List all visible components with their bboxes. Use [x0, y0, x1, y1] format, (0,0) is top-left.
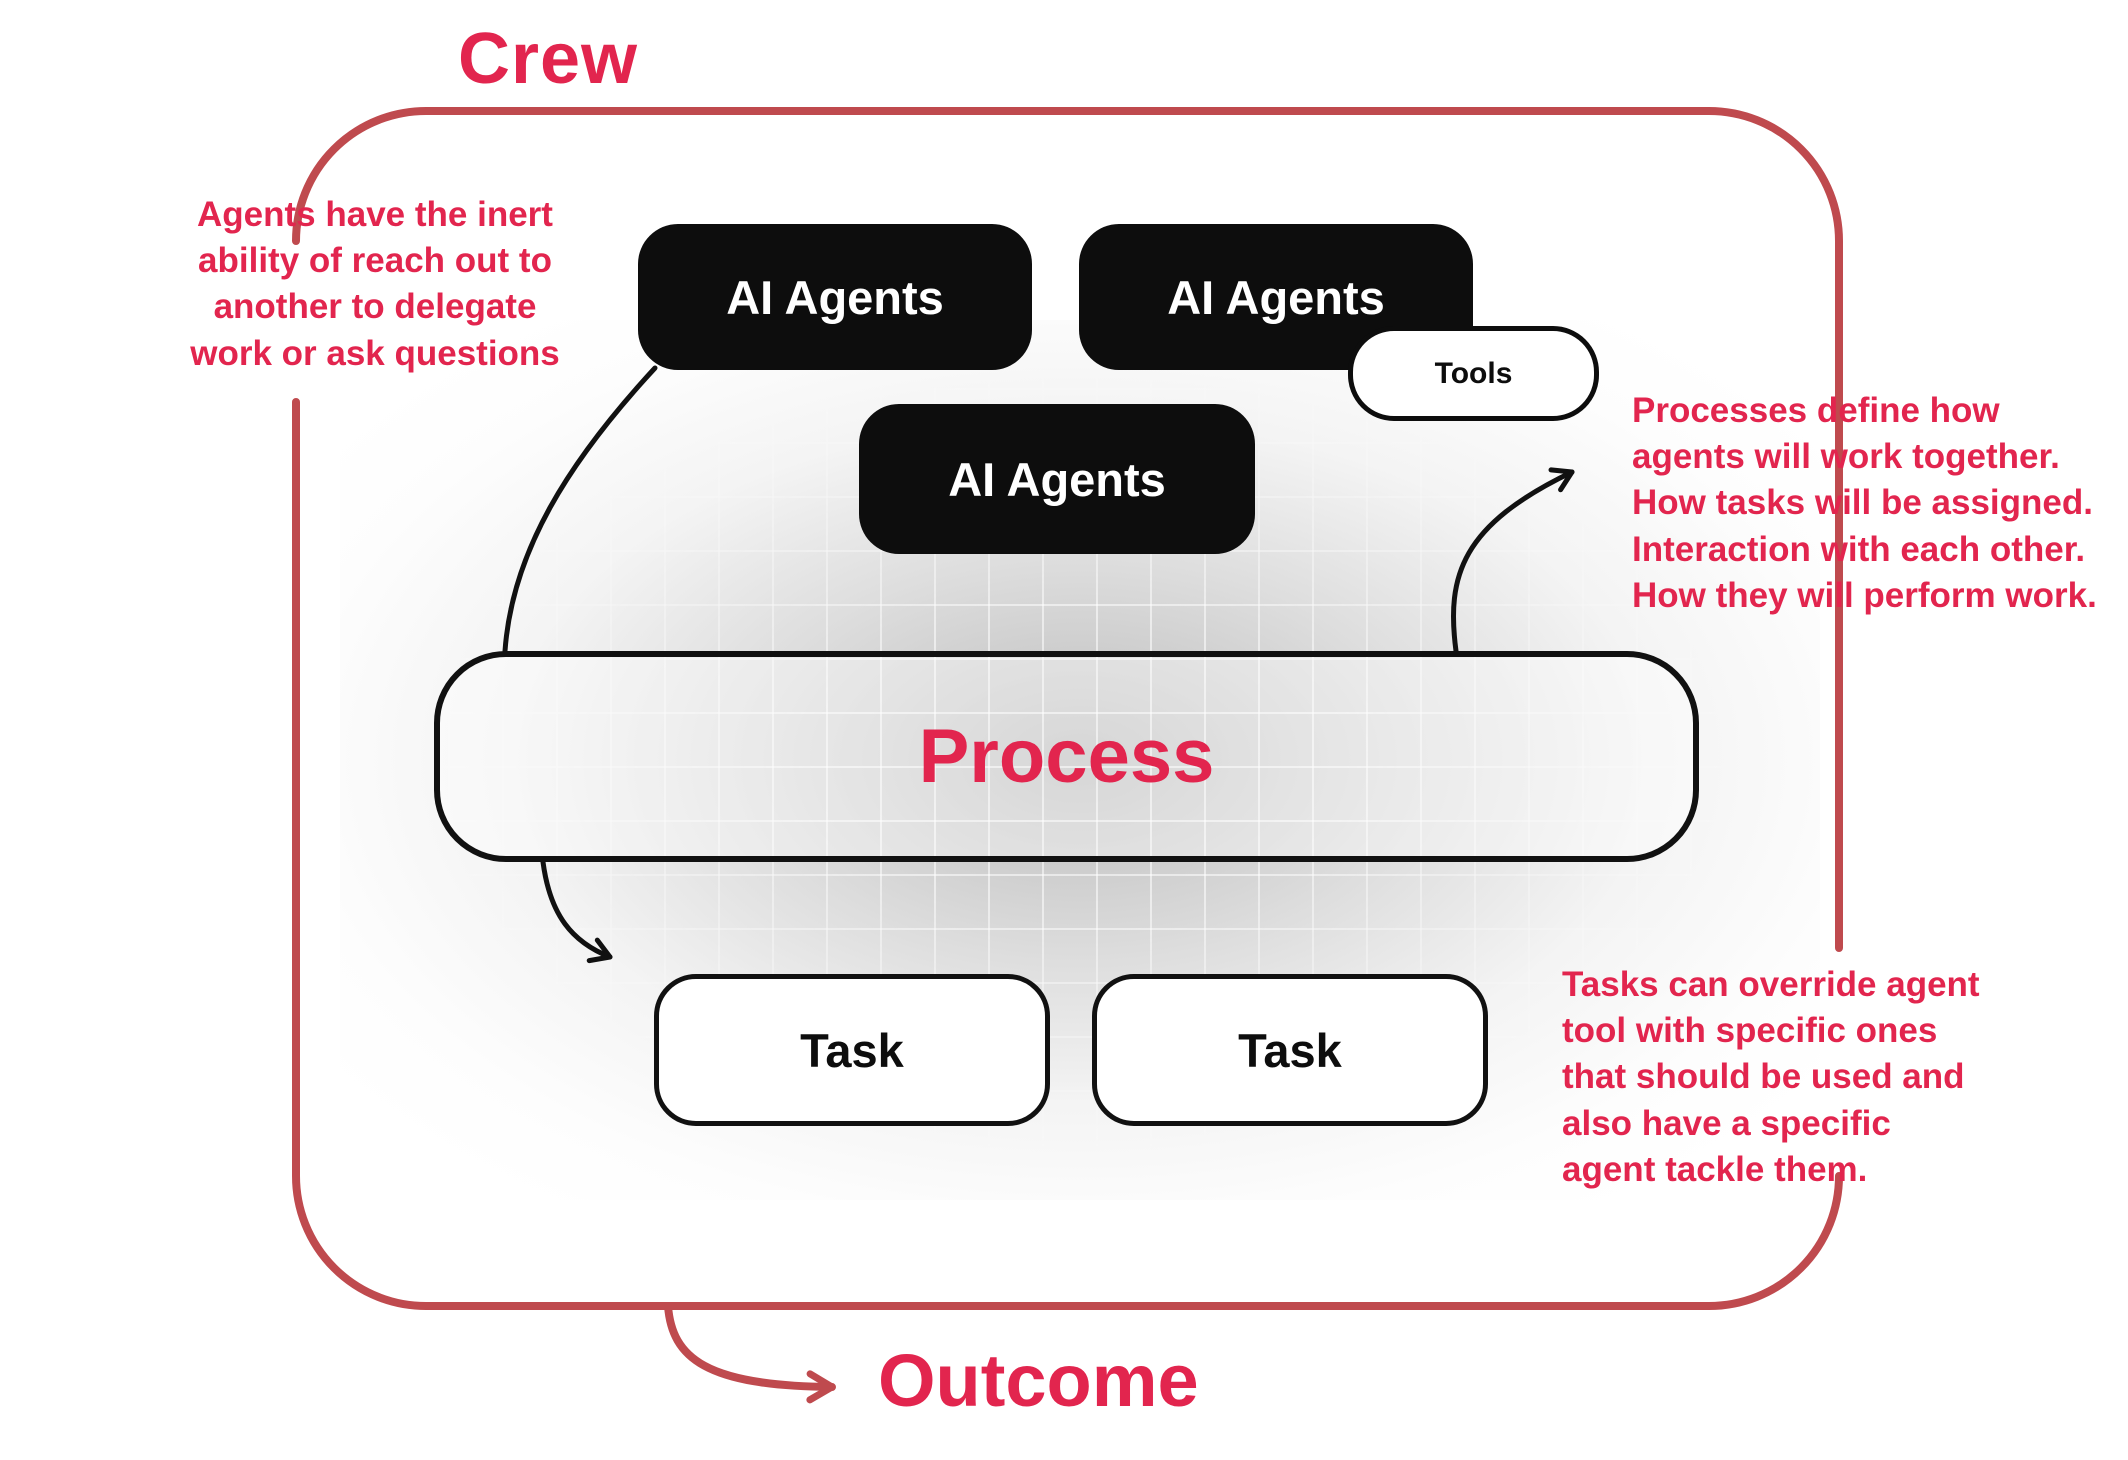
task-box-2: Task: [1092, 974, 1488, 1126]
outcome-arrow: [664, 1302, 836, 1404]
ai-agents-label-3: AI Agents: [948, 452, 1166, 506]
delegation-curve: [502, 365, 658, 654]
process-box: Process: [434, 651, 1699, 862]
process-label: Process: [918, 714, 1215, 799]
tools-box: Tools: [1348, 326, 1599, 421]
task-label-2: Task: [1238, 1023, 1342, 1077]
ai-agents-label-1: AI Agents: [726, 270, 944, 324]
crew-title: Crew: [458, 19, 639, 99]
ai-agents-label-2: AI Agents: [1167, 270, 1385, 324]
task-label-1: Task: [800, 1023, 904, 1077]
ai-agents-box-3: AI Agents: [859, 404, 1255, 554]
crew-border-bottom-path: [292, 398, 1843, 1310]
process-annotation: Processes define how agents will work to…: [1632, 391, 2097, 615]
process-arrow: [1451, 467, 1575, 654]
outcome-title: Outcome: [878, 1339, 1199, 1422]
ai-agents-box-1: AI Agents: [638, 224, 1032, 370]
task-box-1: Task: [654, 974, 1050, 1126]
crew-border-top-path: [292, 107, 1843, 952]
tasks-annotation: Tasks can override agent tool with speci…: [1562, 965, 1980, 1189]
tools-label: Tools: [1434, 356, 1513, 390]
task-arrow: [540, 859, 613, 964]
delegate-annotation: Agents have the inert ability of reach o…: [190, 195, 560, 373]
